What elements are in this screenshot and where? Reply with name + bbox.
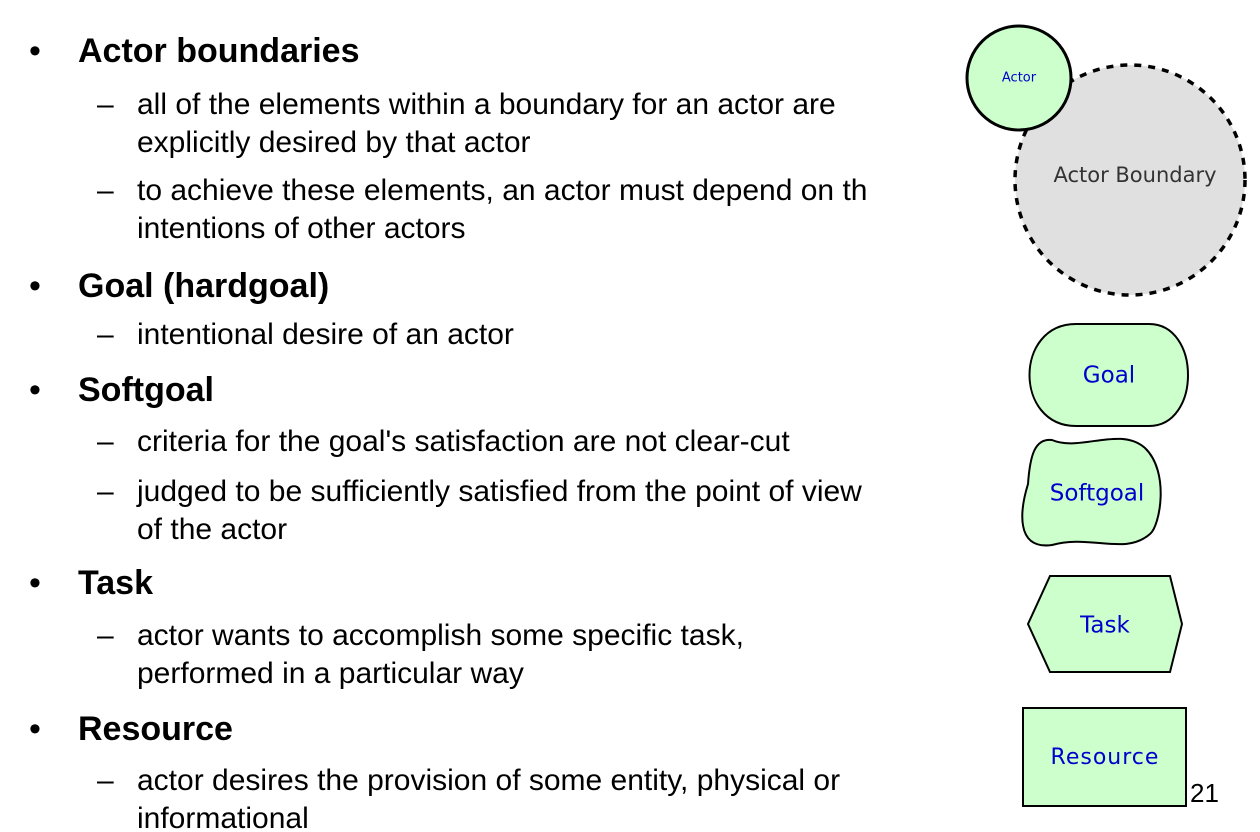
sub-bullet: – all of the elements within a boundary … [97, 86, 836, 162]
bullet-title: Goal (hardgoal) [78, 267, 330, 305]
sub-bullet-dash: – [97, 174, 114, 207]
bullet-title: Task [78, 564, 153, 602]
sub-bullet-line: actor wants to accomplish some specific … [137, 619, 744, 652]
sub-bullet: – criteria for the goal's satisfaction a… [97, 423, 790, 461]
sub-bullet-line: intentions of other actors [137, 212, 466, 245]
bullet-title: Resource [78, 710, 233, 748]
bullet-actor-boundaries: • Actor boundaries [29, 31, 360, 71]
softgoal-label: Softgoal [1050, 481, 1145, 507]
actor-boundary-shape [1013, 63, 1247, 297]
sub-bullet-dash: – [97, 619, 114, 652]
sub-bullet-line: informational [137, 802, 309, 832]
bullet-dot: • [29, 710, 41, 748]
bullet-softgoal: • Softgoal [29, 370, 214, 410]
resource-shape [1022, 707, 1187, 807]
actor-boundary-label: Actor Boundary [1053, 163, 1216, 187]
sub-bullet-line: performed in a particular way [137, 657, 524, 690]
sub-bullet-line: judged to be sufficiently satisfied from… [137, 475, 862, 508]
sub-bullet-dash: – [97, 475, 114, 508]
sub-bullet-line: of the actor [137, 513, 288, 546]
notation-legend-svg: Actor Boundary Actor Goal Softgoal Task … [965, 24, 1247, 807]
slide-number: 21 [1190, 778, 1219, 808]
sub-bullet: – intentional desire of an actor [97, 316, 514, 354]
softgoal-shape [1021, 437, 1162, 547]
sub-bullet-line: actor desires the provision of some enti… [137, 764, 841, 797]
resource-label: Resource [1051, 745, 1160, 770]
sub-bullet-line: intentional desire of an actor [137, 318, 514, 351]
sub-bullet-line: explicitly desired by that actor [137, 126, 531, 159]
actor-shape [965, 24, 1073, 132]
bullet-goal: • Goal (hardgoal) [29, 266, 330, 306]
sub-bullet-line: criteria for the goal's satisfaction are… [137, 425, 790, 458]
goal-shape [1028, 323, 1189, 427]
task-label: Task [1079, 613, 1130, 639]
bullet-title: Actor boundaries [78, 32, 360, 70]
sub-bullet-dash: – [97, 88, 114, 121]
sub-bullet-dash: – [97, 764, 114, 797]
bullet-list: • Actor boundaries – all of the elements… [29, 31, 868, 832]
sub-bullet-line: to achieve these elements, an actor must… [137, 174, 868, 207]
bullet-dot: • [29, 32, 41, 70]
sub-bullet-line: all of the elements within a boundary fo… [137, 88, 836, 121]
bullet-dot: • [29, 371, 41, 409]
sub-bullet: – actor desires the provision of some en… [97, 762, 841, 832]
notation-legend: Actor Boundary Actor Goal Softgoal Task … [960, 0, 1260, 832]
actor-label: Actor [1002, 71, 1037, 86]
bullet-title: Softgoal [78, 371, 214, 409]
sub-bullet-dash: – [97, 318, 114, 351]
bullet-resource: • Resource [29, 709, 233, 749]
bullet-dot: • [29, 564, 41, 602]
bullet-task: • Task [29, 563, 153, 603]
sub-bullet-dash: – [97, 425, 114, 458]
bullet-dot: • [29, 267, 41, 305]
goal-label: Goal [1083, 363, 1135, 389]
sub-bullet: – to achieve these elements, an actor mu… [97, 172, 868, 248]
sub-bullet: – judged to be sufficiently satisfied fr… [97, 473, 862, 549]
task-shape [1026, 575, 1184, 673]
sub-bullet: – actor wants to accomplish some specifi… [97, 617, 744, 693]
